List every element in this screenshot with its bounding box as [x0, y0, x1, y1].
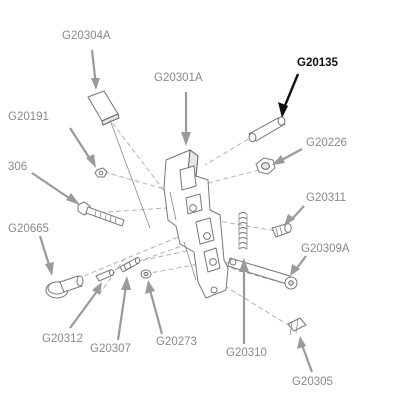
leader-g20305: [297, 336, 314, 373]
label-g20135[interactable]: G20135: [297, 57, 339, 69]
part-g20305-drawing: [287, 317, 307, 336]
label-306[interactable]: 306: [8, 161, 27, 173]
label-g20305[interactable]: G20305: [292, 376, 333, 388]
label-g20273[interactable]: G20273: [156, 336, 197, 348]
leader-g20309a: [290, 255, 307, 276]
part-g20309a-drawing: [227, 257, 298, 290]
part-306-drawing: [77, 201, 125, 227]
leader-g20310: [239, 258, 249, 344]
label-g20226[interactable]: G20226: [306, 137, 347, 149]
label-g20301a[interactable]: G20301A: [154, 72, 203, 84]
leader-g20311: [284, 205, 305, 226]
part-g20307-drawing: [119, 257, 140, 273]
part-g20135-drawing: [248, 116, 286, 143]
leader-g20226: [272, 148, 303, 165]
label-g20312[interactable]: G20312: [42, 333, 83, 345]
part-labels: G20304A G20301A G20135 G20191 G20226 306…: [8, 30, 350, 388]
part-g20311-drawing: [271, 223, 292, 238]
label-g20307[interactable]: G20307: [90, 343, 131, 355]
part-g20312-drawing: [95, 269, 114, 282]
part-g20665-drawing: [45, 275, 84, 299]
leader-arrows: [31, 49, 314, 373]
label-g20191[interactable]: G20191: [8, 111, 49, 123]
part-drawings: [45, 90, 307, 336]
label-g20304a[interactable]: G20304A: [62, 30, 111, 42]
part-g20191-drawing: [94, 167, 108, 178]
leader-g20304a: [90, 49, 100, 90]
leader-g20301a: [181, 92, 191, 146]
leader-g20307: [116, 276, 131, 341]
label-g20311[interactable]: G20311: [306, 192, 346, 204]
part-g20304a-drawing: [87, 90, 151, 229]
part-g20301a-drawing: [163, 149, 229, 299]
part-g20226-drawing: [255, 157, 276, 175]
leader-306: [31, 172, 80, 205]
leader-g20273: [145, 280, 164, 335]
label-g20665[interactable]: G20665: [8, 223, 49, 235]
label-g20310[interactable]: G20310: [226, 347, 267, 359]
leader-g20135: [278, 73, 300, 118]
part-g20310-drawing: [238, 212, 248, 250]
leader-g20191: [69, 127, 96, 168]
label-g20309a[interactable]: G20309A: [301, 243, 350, 255]
leader-g20665: [38, 235, 54, 276]
part-g20273-drawing: [140, 269, 152, 279]
leader-g20312: [69, 282, 102, 329]
